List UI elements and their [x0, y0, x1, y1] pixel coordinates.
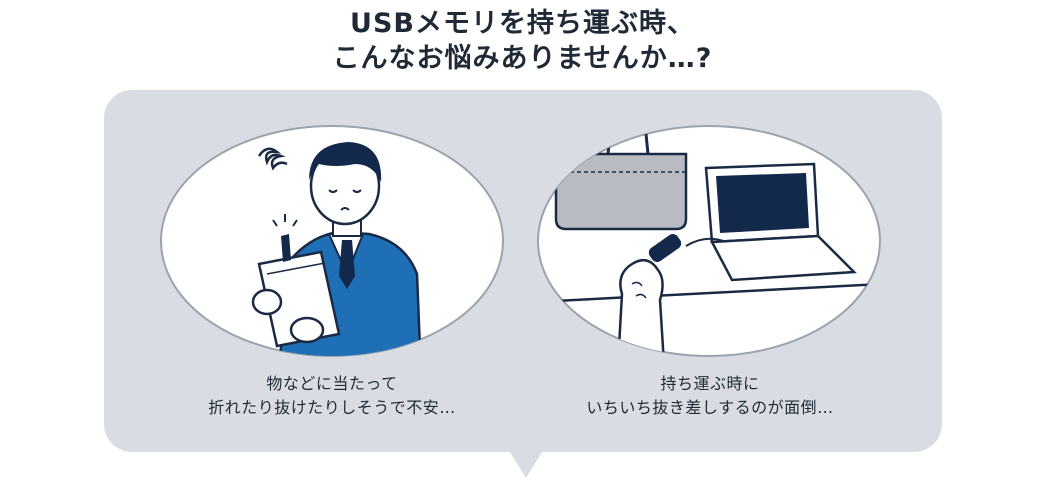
bag-laptop-illustration [536, 124, 882, 358]
eye-left [328, 189, 338, 193]
headline-line-2: こんなお悩みありませんか…? [332, 43, 713, 74]
eye-right [352, 189, 362, 193]
speech-bubble-tail [510, 452, 542, 478]
headline: USBメモリを持ち運ぶ時、 こんなお悩みありませんか…? [0, 6, 1045, 76]
caption-hassle-plugging: 持ち運ぶ時に いちいち抜き差しするのが面倒… [520, 372, 900, 420]
necktie [339, 240, 355, 289]
caption-left-line-2: 折れたり抜けたりしそうで不安… [208, 398, 456, 417]
hair [309, 142, 382, 182]
hand [616, 258, 666, 356]
bag-laptop-svg [537, 125, 881, 357]
caption-right-line-1: 持ち運ぶ時に [660, 374, 760, 393]
headline-line-1: USBメモリを持ち運ぶ時、 [350, 8, 695, 39]
usb-stick-icon [648, 234, 682, 262]
caption-worry-breakage: 物などに当たって 折れたり抜けたりしそうで不安… [142, 372, 522, 420]
hand-left [251, 288, 283, 316]
worry-scribble-icon [257, 147, 288, 171]
hand-right [289, 316, 325, 344]
laptop-base [709, 234, 857, 282]
worried-man-svg [160, 125, 504, 357]
mouth [340, 207, 350, 211]
table-edge [538, 282, 880, 304]
bag [554, 152, 688, 231]
pen [281, 234, 291, 262]
caption-left-line-1: 物などに当たって [266, 374, 398, 393]
motion-lines [685, 237, 727, 247]
caption-right-line-2: いちいち抜き差しするのが面倒… [586, 398, 834, 417]
worried-man-illustration [159, 124, 505, 358]
